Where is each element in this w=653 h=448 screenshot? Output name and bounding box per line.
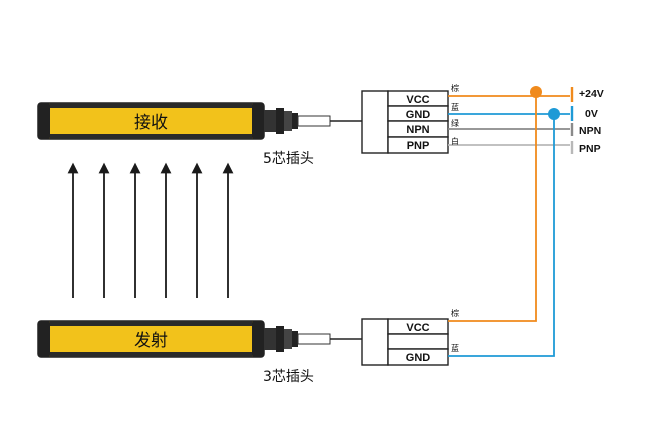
receiver-pin-pnp: PNP — [407, 140, 430, 152]
junction-dot-blue — [548, 108, 560, 120]
receiver-plug-icon — [264, 108, 362, 134]
emitter-blue-wire — [448, 114, 555, 357]
receiver-connector-caption: 5芯插头 — [263, 151, 314, 167]
signal-24v: +24V — [579, 88, 604, 100]
receiver-pin-npn: NPN — [406, 124, 429, 136]
receiver-color-green: 绿 — [451, 119, 459, 128]
receiver-bar: 接收 — [37, 102, 265, 140]
beam-arrows — [67, 162, 234, 298]
emitter-color-blue: 蓝 — [451, 343, 459, 353]
emitter-color-brown: 棕 — [451, 308, 459, 318]
receiver-color-white: 白 — [451, 136, 459, 146]
signal-0v: 0V — [585, 108, 598, 120]
emitter-terminal-block: VCC GND — [361, 318, 449, 366]
emitter-bar: 发射 — [37, 320, 265, 358]
emitter-brown-wire — [448, 92, 537, 322]
receiver-color-brown: 棕 — [451, 83, 459, 93]
receiver-color-blue: 蓝 — [451, 102, 459, 112]
emitter-plug-icon — [264, 326, 362, 352]
emitter-connector-caption: 3芯插头 — [263, 369, 314, 385]
emitter-pin-gnd: GND — [406, 352, 431, 364]
signal-pnp: PNP — [579, 143, 601, 155]
receiver-label: 接收 — [134, 113, 168, 133]
receiver-pin-gnd: GND — [406, 109, 431, 121]
receiver-pin-vcc: VCC — [406, 94, 429, 106]
emitter-pin-vcc: VCC — [406, 322, 429, 334]
receiver-wires — [448, 95, 570, 146]
junction-dot-brown — [530, 86, 542, 98]
emitter-wires — [448, 92, 555, 357]
receiver-terminal-block: VCC GND NPN PNP — [361, 90, 449, 154]
signal-npn: NPN — [579, 125, 601, 137]
emitter-label: 发射 — [134, 331, 168, 351]
